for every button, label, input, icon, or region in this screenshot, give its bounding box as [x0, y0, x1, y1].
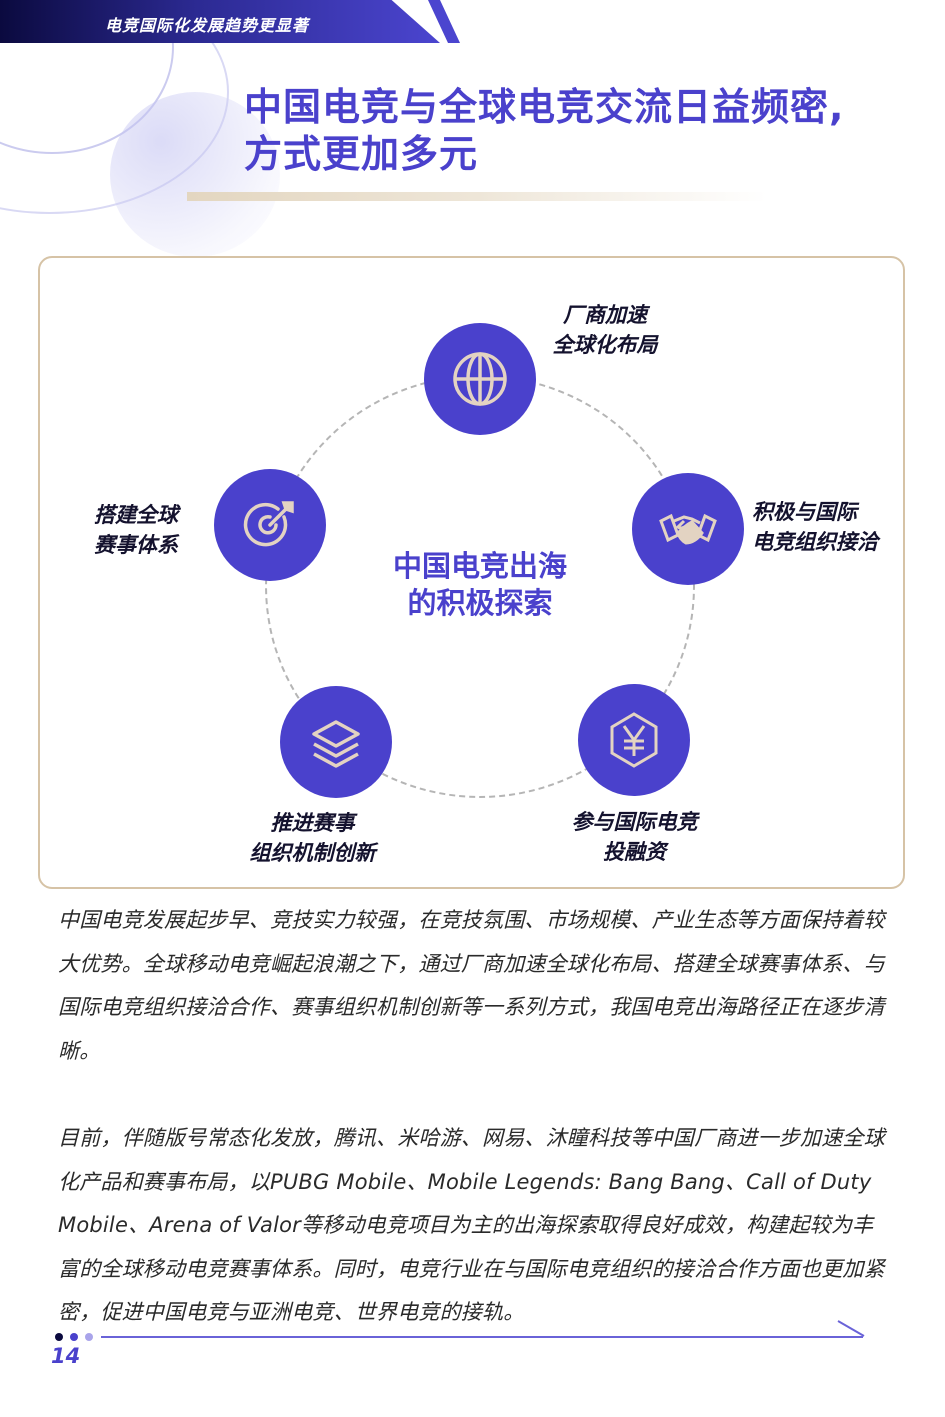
- center-label-line-1: 中国电竞出海: [392, 549, 567, 583]
- node-label-line: 投融资: [603, 840, 666, 864]
- node-investment: [578, 684, 690, 796]
- yen-hexagon-icon: [610, 712, 658, 768]
- node-label-line: 搭建全球: [94, 503, 178, 527]
- node-label-event-innovation: 推进赛事 组织机制创新: [240, 808, 385, 868]
- footer-divider: [101, 1336, 863, 1338]
- node-international-orgs: [632, 473, 744, 585]
- globe-icon: [453, 352, 507, 406]
- footer-dot-2: [70, 1333, 78, 1341]
- footer-dot-3: [85, 1333, 93, 1341]
- section-title: 电竞国际化发展趋势更显著: [105, 16, 310, 35]
- node-label-investment: 参与国际电竞 投融资: [562, 807, 707, 867]
- node-label-line: 赛事体系: [94, 533, 178, 557]
- layers-icon: [312, 720, 360, 768]
- footer-dot-1: [55, 1333, 63, 1341]
- center-label-line-2: 的积极探索: [407, 586, 553, 620]
- section-banner: [0, 0, 440, 43]
- decorative-disc: [110, 92, 280, 257]
- body-paragraph-1: 中国电竞发展起步早、竞技实力较强，在竞技氛围、市场规模、产业生态等方面保持着较大…: [58, 908, 885, 1063]
- node-event-innovation: [280, 686, 392, 798]
- target-icon: [243, 501, 294, 547]
- node-label-line: 参与国际电竞: [571, 810, 698, 834]
- body-paragraph-2: 目前，伴随版号常态化发放，腾讯、米哈游、网易、沐瞳科技等中国厂商进一步加速全球化…: [58, 1126, 885, 1324]
- node-label-line: 全球化布局: [552, 333, 658, 357]
- node-label-international-orgs: 积极与国际 电竞组织接洽: [752, 497, 878, 557]
- page-title-line-1: 中国电竞与全球电竞交流日益频密,: [244, 85, 845, 129]
- handshake-icon: [659, 513, 717, 545]
- page-number: 14: [51, 1344, 81, 1368]
- node-label-line: 组织机制创新: [249, 841, 376, 865]
- title-underline: [187, 192, 767, 201]
- node-label-global-events: 搭建全球 赛事体系: [94, 500, 178, 560]
- diagram-center-label: 中国电竞出海 的积极探索: [340, 548, 620, 622]
- node-global-layout: [424, 323, 536, 435]
- node-label-line: 厂商加速: [563, 303, 647, 327]
- node-label-line: 积极与国际: [752, 500, 857, 524]
- node-label-line: 电竞组织接洽: [752, 530, 878, 554]
- node-global-events: [214, 469, 326, 581]
- node-label-line: 推进赛事: [270, 811, 355, 835]
- node-label-global-layout: 厂商加速 全球化布局: [545, 300, 665, 360]
- page-title-line-2: 方式更加多元: [244, 132, 479, 176]
- page-title: 中国电竞与全球电竞交流日益频密, 方式更加多元: [244, 84, 844, 178]
